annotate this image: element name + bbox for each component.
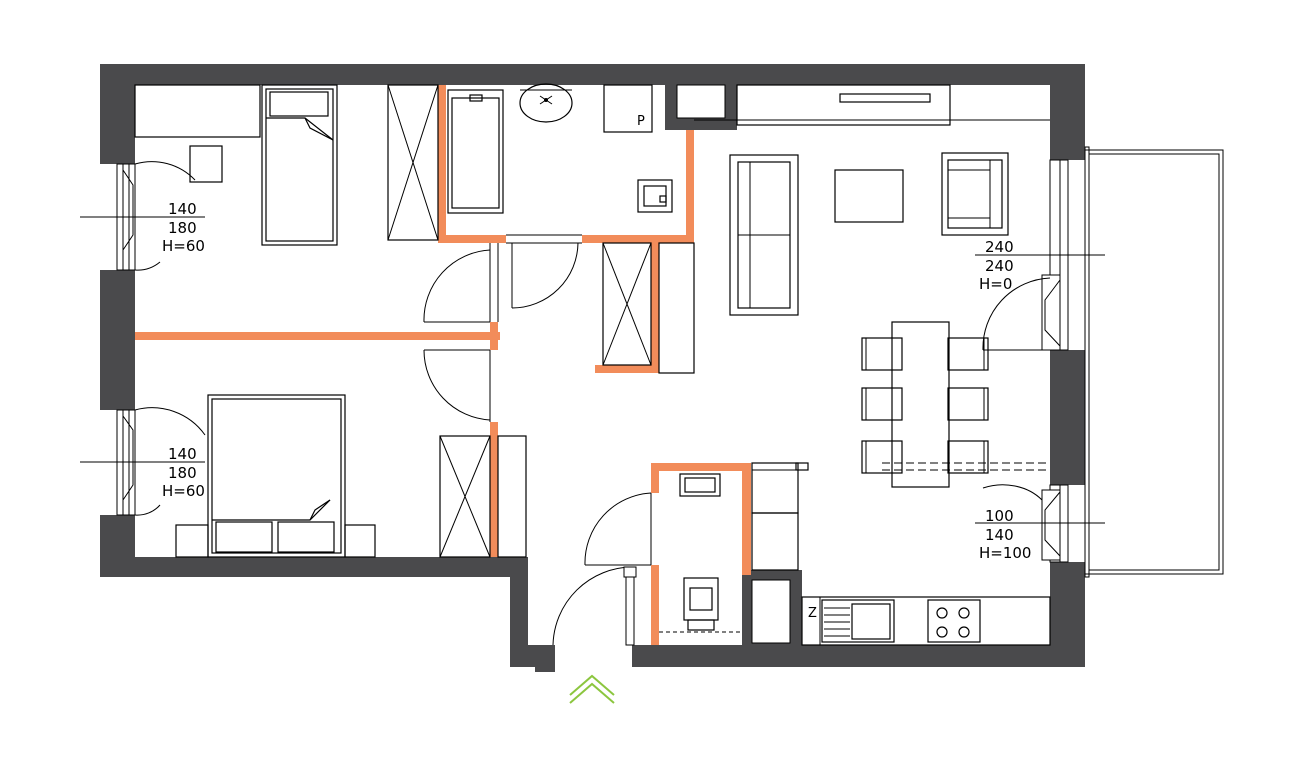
window-labels: 140 180 H=60 140 180 H=60 240 240 H=0 10… (162, 200, 1031, 562)
balcony (1084, 146, 1224, 578)
living-window-width: 100 (985, 507, 1014, 525)
balcony-door-symbol (975, 159, 1105, 351)
bedroom2-window-height: 180 (168, 464, 197, 482)
balcony-door-height: 240 (985, 257, 1014, 275)
bedroom1-window-height: 180 (168, 219, 197, 237)
bedroom2-window-width: 140 (168, 445, 197, 463)
bedroom1-furniture (134, 84, 439, 246)
bedroom2-furniture (175, 394, 527, 558)
bathroom1-fixtures: P (447, 83, 673, 214)
fridge-label: Z (808, 606, 817, 621)
hall-closet (602, 242, 695, 374)
window-bedroom2 (80, 407, 206, 516)
bathroom2-fixtures (659, 462, 809, 633)
double-chevron-up-icon (569, 674, 615, 704)
balcony-door-sill: H=0 (979, 275, 1012, 293)
interior-lines (489, 85, 1050, 422)
bedroom1-window-width: 140 (168, 200, 197, 218)
bedroom1-window-sill: H=60 (162, 237, 205, 255)
bedroom2-window-sill: H=60 (162, 482, 205, 500)
exterior-walls (100, 64, 1085, 672)
boiler-label: P (637, 114, 645, 129)
partition-walls (135, 85, 751, 645)
living-room-furniture (729, 84, 1050, 488)
window-living (975, 484, 1105, 563)
living-window-height: 140 (985, 526, 1014, 544)
balcony-door-width: 240 (985, 238, 1014, 256)
living-window-sill: H=100 (979, 544, 1031, 562)
doors (423, 242, 652, 646)
kitchen: Z (801, 596, 1051, 646)
